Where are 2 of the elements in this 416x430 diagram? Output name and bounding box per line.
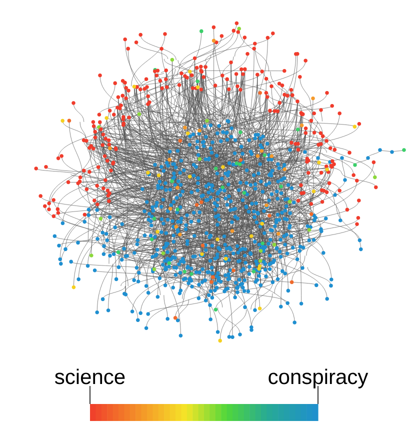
scale-label: conspiracy bbox=[268, 368, 368, 388]
scale-label: science bbox=[54, 368, 125, 384]
